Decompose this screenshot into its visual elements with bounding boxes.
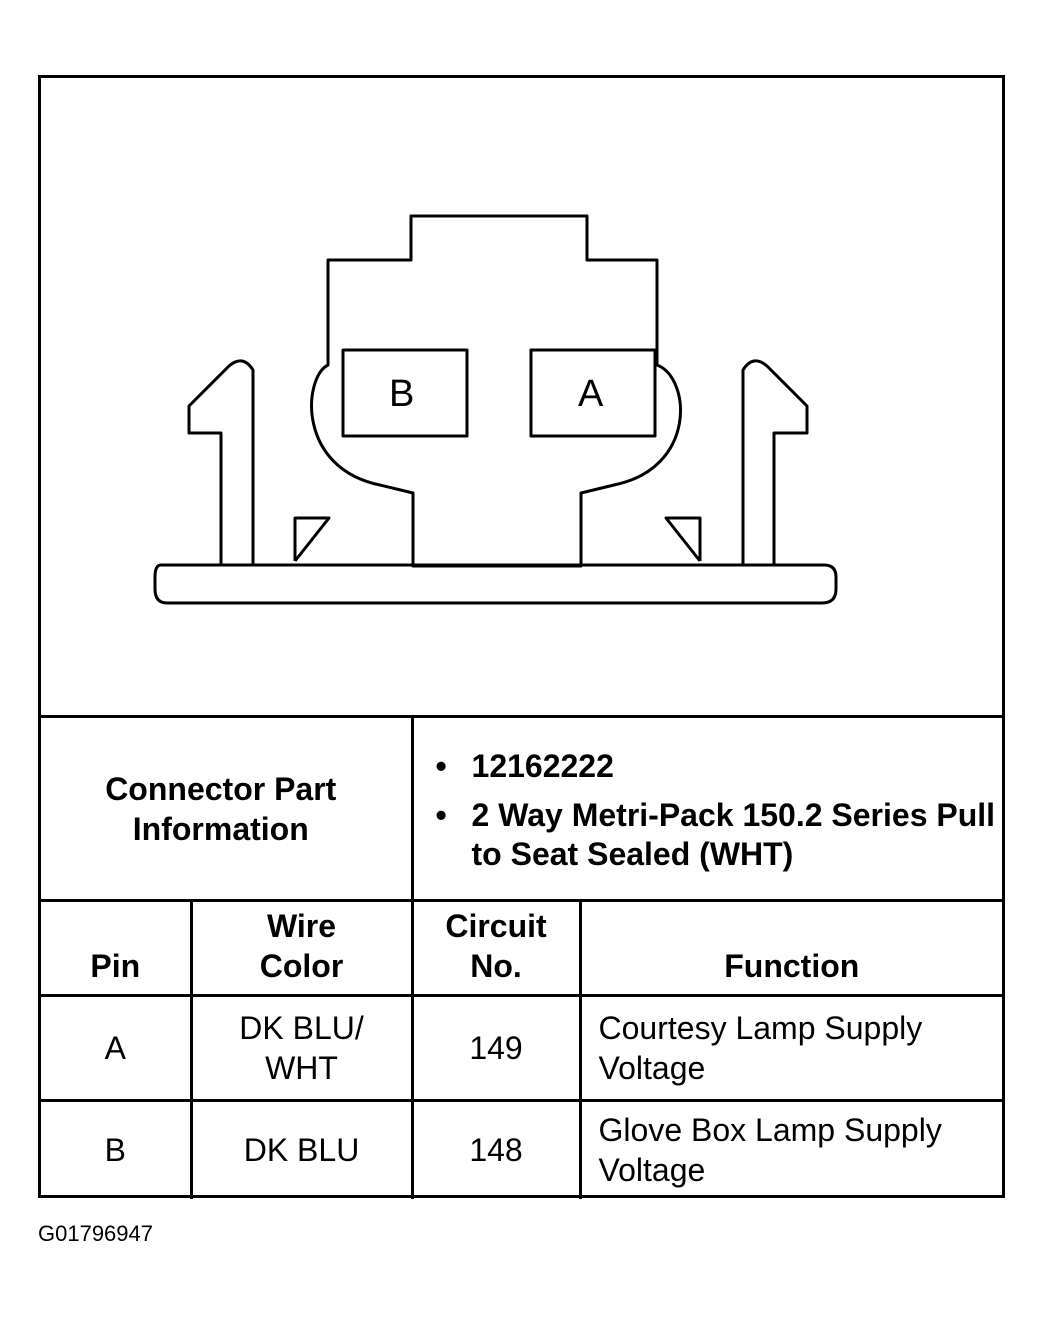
connector-diagram: B A [41,78,1002,715]
part-number: 12162222 [471,748,614,784]
part-info-list: • 12162222 • 2 Way Metri-Pack 150.2 Seri… [414,735,1003,882]
header-pin: Pin [41,899,193,997]
right-latch [741,359,809,565]
connector-base [153,563,838,605]
header-row: Pin Wire Color Circuit No. Function [41,899,1003,997]
wire-color-text: DK BLU/ WHT [239,1010,364,1086]
connector-outline [153,214,838,605]
circuit-no-cell: 149 [410,994,582,1102]
table-row: B DK BLU 148 Glove Box Lamp Supply Volta… [41,1099,1003,1199]
figure-code: G01796947 [38,1221,153,1246]
pin-cavity-b [341,348,469,438]
left-latch-barb [293,516,331,562]
left-latch [187,359,255,565]
part-info-cell: • 12162222 • 2 Way Metri-Pack 150.2 Seri… [410,715,1003,902]
part-info-label: Connector Part Information [41,715,414,902]
header-circuit-no: Circuit No. [410,899,582,997]
part-number-item: • 12162222 [436,747,1003,786]
bullet-icon: • [435,797,447,833]
right-latch-barb [664,516,702,562]
connector-body [310,214,682,568]
part-info-row: Connector Part Information • 12162222 • … [41,715,1003,902]
header-wire-color-text: Wire Color [259,908,344,984]
pin-cell: A [41,994,193,1102]
pin-a-label: A [578,373,604,415]
pin-b-label: B [389,373,415,415]
part-description: 2 Way Metri-Pack 150.2 Series Pull to Se… [471,797,996,872]
function-cell: Courtesy Lamp Supply Voltage [578,994,1003,1102]
connector-table: Connector Part Information • 12162222 • … [41,715,1003,1199]
header-wire-color: Wire Color [189,899,414,997]
connector-frame: B A Connector Part Information • 1216222… [38,75,1005,1199]
pin-cell: B [41,1099,193,1199]
table-row: A DK BLU/ WHT 149 Courtesy Lamp Supply V… [41,994,1003,1102]
wire-color-cell: DK BLU [189,1099,414,1199]
function-cell: Glove Box Lamp Supply Voltage [578,1099,1003,1199]
circuit-no-cell: 148 [410,1099,582,1199]
wire-color-cell: DK BLU/ WHT [189,994,414,1102]
header-function: Function [578,899,1003,997]
part-description-item: • 2 Way Metri-Pack 150.2 Series Pull to … [436,796,1003,874]
pin-cavity-a [529,348,657,438]
bullet-icon: • [435,748,447,784]
header-circuit-no-text: Circuit No. [445,908,547,984]
